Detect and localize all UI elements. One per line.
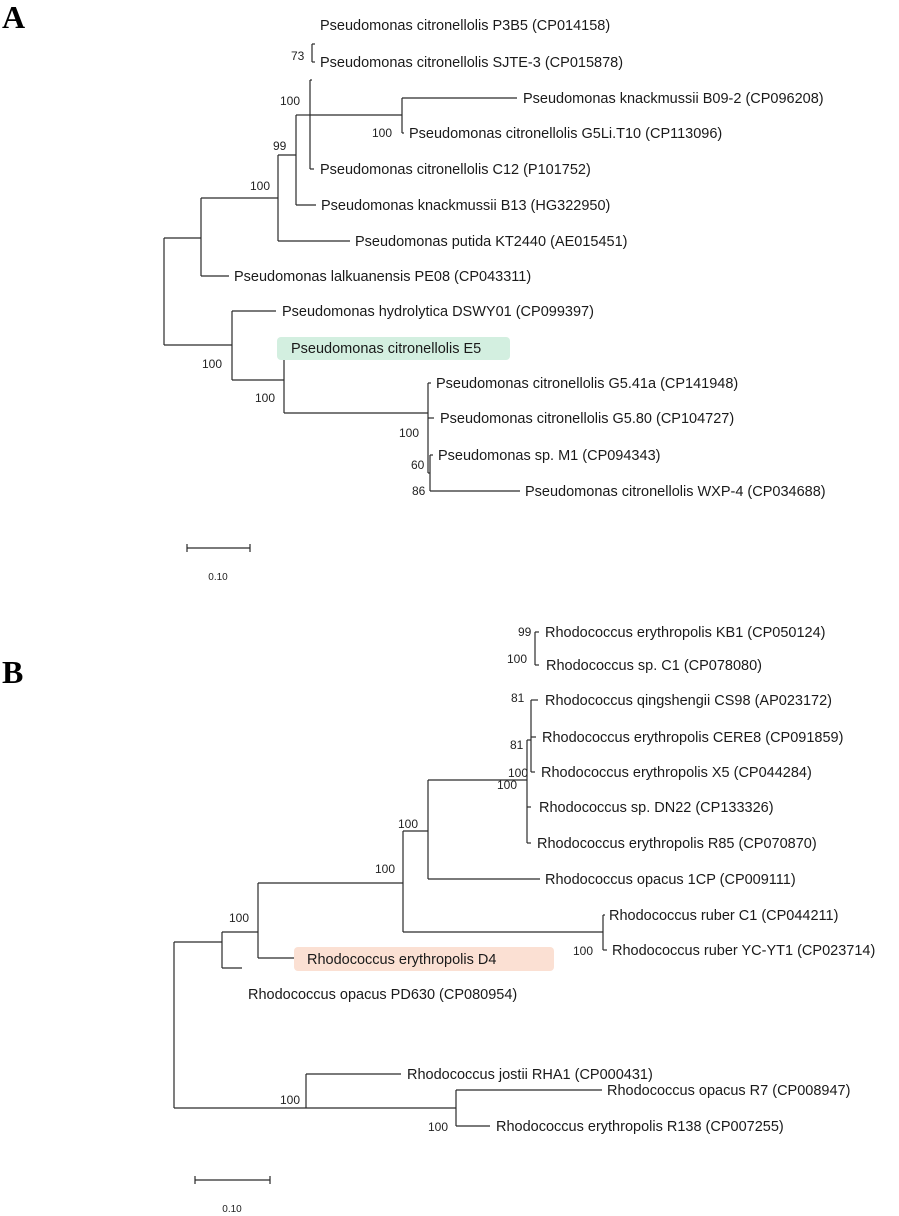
- bootstrap-value: 100: [375, 862, 395, 876]
- leaf-label: Rhodococcus erythropolis CERE8 (CP091859…: [542, 730, 843, 746]
- bootstrap-value: 86: [412, 484, 426, 498]
- bootstrap-value: 100: [508, 766, 528, 780]
- bootstrap-value: 100: [497, 778, 517, 792]
- leaf-label: Rhodococcus ruber C1 (CP044211): [609, 908, 838, 924]
- leaf-label: Rhodococcus sp. C1 (CP078080): [546, 658, 762, 674]
- panel-b-bootstrap-values: 99 100 81 81 100 100 100 100 100 100 100…: [229, 625, 593, 1134]
- leaf-label: Rhodococcus erythropolis D4: [307, 952, 496, 968]
- bootstrap-value: 100: [202, 357, 222, 371]
- panel-b: B: [2, 625, 875, 1215]
- leaf-label: Rhodococcus ruber YC-YT1 (CP023714): [612, 943, 875, 959]
- panel-b-label: B: [2, 654, 23, 690]
- leaf-label: Pseudomonas hydrolytica DSWY01 (CP099397…: [282, 304, 594, 320]
- leaf-label: Rhodococcus erythropolis R85 (CP070870): [537, 836, 817, 852]
- leaf-label: Pseudomonas citronellolis WXP-4 (CP03468…: [525, 484, 826, 500]
- bootstrap-value: 73: [291, 49, 305, 63]
- bootstrap-value: 100: [250, 179, 270, 193]
- bootstrap-value: 100: [372, 126, 392, 140]
- bootstrap-value: 60: [411, 458, 425, 472]
- bootstrap-value: 81: [511, 691, 525, 705]
- leaf-label: Pseudomonas citronellolis G5.41a (CP1419…: [436, 376, 738, 392]
- bootstrap-value: 81: [510, 738, 524, 752]
- panel-a-bootstrap-values: 73 100 100 99 100 100 100 100 60 86: [202, 49, 426, 498]
- leaf-label: Pseudomonas putida KT2440 (AE015451): [355, 234, 627, 250]
- panel-a-leaf-labels: Pseudomonas citronellolis P3B5 (CP014158…: [234, 18, 826, 500]
- bootstrap-value: 100: [507, 652, 527, 666]
- leaf-label: Rhodococcus sp. DN22 (CP133326): [539, 800, 774, 816]
- leaf-label: Pseudomonas knackmussii B13 (HG322950): [321, 198, 610, 214]
- leaf-label: Rhodococcus jostii RHA1 (CP000431): [407, 1067, 653, 1083]
- bootstrap-value: 100: [399, 426, 419, 440]
- leaf-label: Pseudomonas citronellolis G5.80 (CP10472…: [440, 411, 734, 427]
- highlight-d4: [294, 947, 554, 971]
- bootstrap-value: 99: [273, 139, 287, 153]
- panel-a-branches: [163, 43, 520, 492]
- leaf-label: Pseudomonas citronellolis E5: [291, 341, 481, 357]
- bootstrap-value: 100: [428, 1120, 448, 1134]
- panel-b-branches: [173, 631, 607, 1127]
- panel-b-leaf-labels: Rhodococcus erythropolis KB1 (CP050124) …: [248, 625, 875, 1135]
- leaf-label: Rhodococcus opacus 1CP (CP009111): [545, 872, 796, 888]
- leaf-label: Rhodococcus qingshengii CS98 (AP023172): [545, 693, 832, 709]
- leaf-label: Rhodococcus erythropolis X5 (CP044284): [541, 765, 812, 781]
- leaf-label: Rhodococcus opacus PD630 (CP080954): [248, 987, 517, 1003]
- bootstrap-value: 100: [398, 817, 418, 831]
- leaf-label: Pseudomonas citronellolis G5Li.T10 (CP11…: [409, 126, 722, 142]
- panel-a: A: [2, 0, 826, 583]
- leaf-label: Rhodococcus erythropolis KB1 (CP050124): [545, 625, 825, 641]
- bootstrap-value: 100: [573, 944, 593, 958]
- bootstrap-value: 100: [229, 911, 249, 925]
- leaf-label: Pseudomonas sp. M1 (CP094343): [438, 448, 660, 464]
- leaf-label: Pseudomonas citronellolis SJTE-3 (CP0158…: [320, 55, 623, 71]
- bootstrap-value: 100: [280, 94, 300, 108]
- scale-bar-label: 0.10: [208, 572, 228, 583]
- panel-a-scale-bar: 0.10: [186, 544, 251, 583]
- scale-bar-label: 0.10: [222, 1204, 242, 1215]
- leaf-label: Pseudomonas citronellolis P3B5 (CP014158…: [320, 18, 610, 34]
- leaf-label: Rhodococcus opacus R7 (CP008947): [607, 1083, 850, 1099]
- panel-b-scale-bar: 0.10: [194, 1176, 271, 1215]
- leaf-label: Pseudomonas lalkuanensis PE08 (CP043311): [234, 269, 531, 285]
- leaf-label: Pseudomonas citronellolis C12 (P101752): [320, 162, 591, 178]
- highlight-e5: [277, 337, 510, 360]
- bootstrap-value: 99: [518, 625, 532, 639]
- leaf-label: Rhodococcus erythropolis R138 (CP007255): [496, 1119, 784, 1135]
- bootstrap-value: 100: [255, 391, 275, 405]
- bootstrap-value: 100: [280, 1093, 300, 1107]
- panel-a-label: A: [2, 0, 25, 35]
- leaf-label: Pseudomonas knackmussii B09-2 (CP096208): [523, 91, 824, 107]
